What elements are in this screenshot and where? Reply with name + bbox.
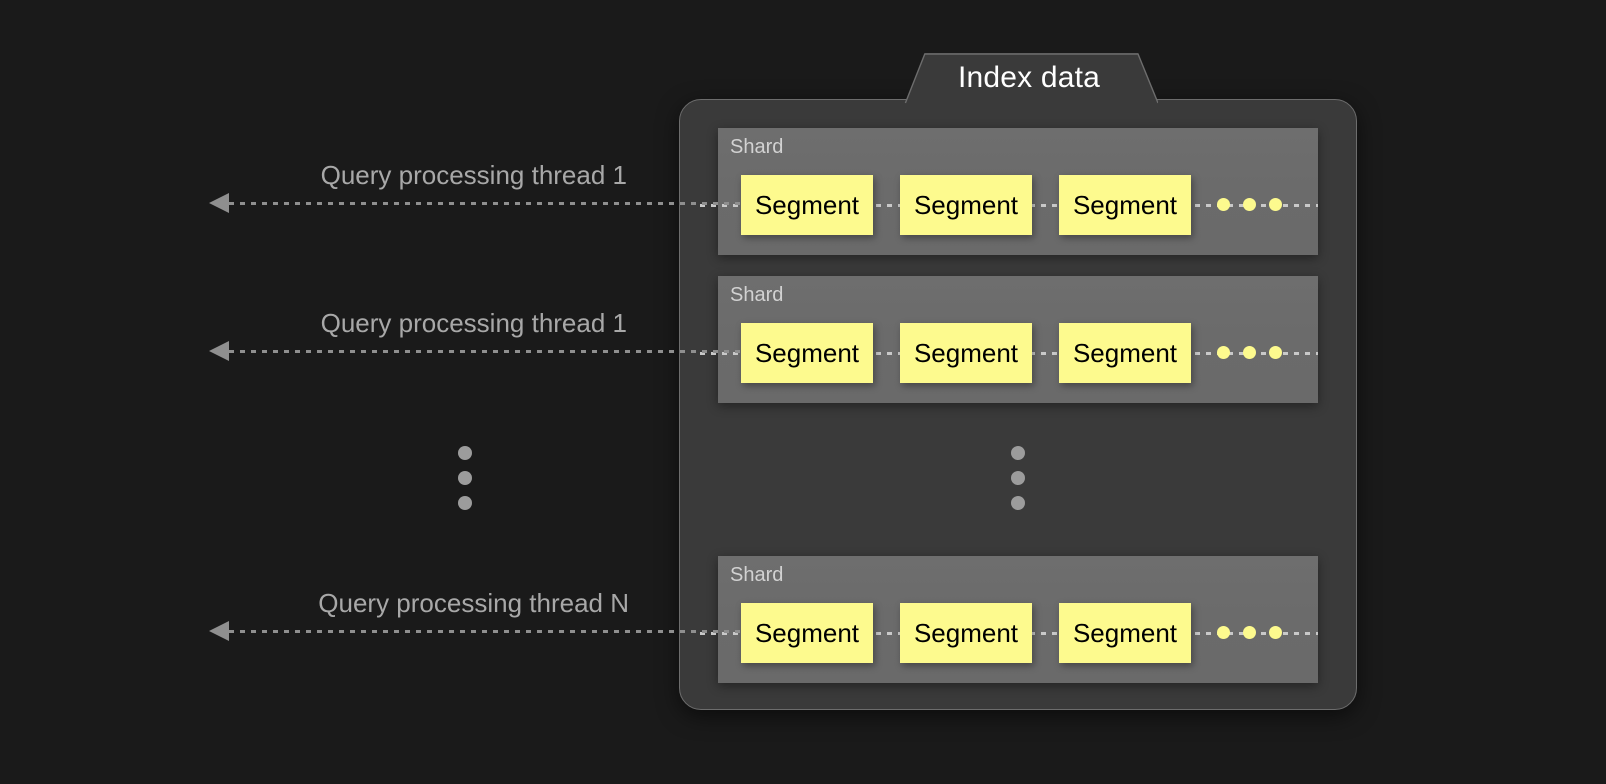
shard-label: Shard bbox=[730, 284, 784, 306]
segment-box: Segment bbox=[900, 175, 1032, 235]
query-thread-label: Query processing thread 1 bbox=[320, 160, 627, 190]
segment-box: Segment bbox=[741, 603, 873, 663]
query-thread-arrow: Query processing thread N bbox=[209, 588, 743, 648]
shards-ellipsis-icon bbox=[1011, 446, 1025, 510]
index-data-title: Index data bbox=[957, 61, 1101, 94]
segment-box: Segment bbox=[741, 175, 873, 235]
query-thread-label: Query processing thread 1 bbox=[320, 308, 627, 338]
segment-box: Segment bbox=[900, 323, 1032, 383]
arrow-left-icon bbox=[209, 621, 229, 641]
segment-box: Segment bbox=[900, 603, 1032, 663]
threads-ellipsis-icon bbox=[458, 446, 472, 510]
shard-label: Shard bbox=[730, 564, 784, 586]
shard-row: Shard Segment Segment Segment bbox=[700, 556, 1318, 683]
shard-label: Shard bbox=[730, 136, 784, 158]
segment-ellipsis-icon bbox=[1217, 198, 1297, 214]
segment-box: Segment bbox=[1059, 323, 1191, 383]
segment-ellipsis-icon bbox=[1217, 626, 1297, 642]
shard-row: Shard Segment Segment Segment bbox=[700, 128, 1318, 255]
query-thread-arrow: Query processing thread 1 bbox=[209, 308, 745, 368]
arrow-left-icon bbox=[209, 193, 229, 213]
shard-row: Shard Segment Segment Segment bbox=[700, 276, 1318, 403]
query-thread-line bbox=[229, 202, 745, 205]
segment-box: Segment bbox=[1059, 175, 1191, 235]
arrow-left-icon bbox=[209, 341, 229, 361]
segment-box: Segment bbox=[741, 323, 873, 383]
query-thread-label: Query processing thread N bbox=[318, 588, 629, 618]
segment-box: Segment bbox=[1059, 603, 1191, 663]
query-thread-arrow: Query processing thread 1 bbox=[209, 160, 745, 220]
query-thread-line bbox=[229, 630, 743, 633]
segment-ellipsis-icon bbox=[1217, 346, 1297, 362]
query-thread-line bbox=[229, 350, 745, 353]
